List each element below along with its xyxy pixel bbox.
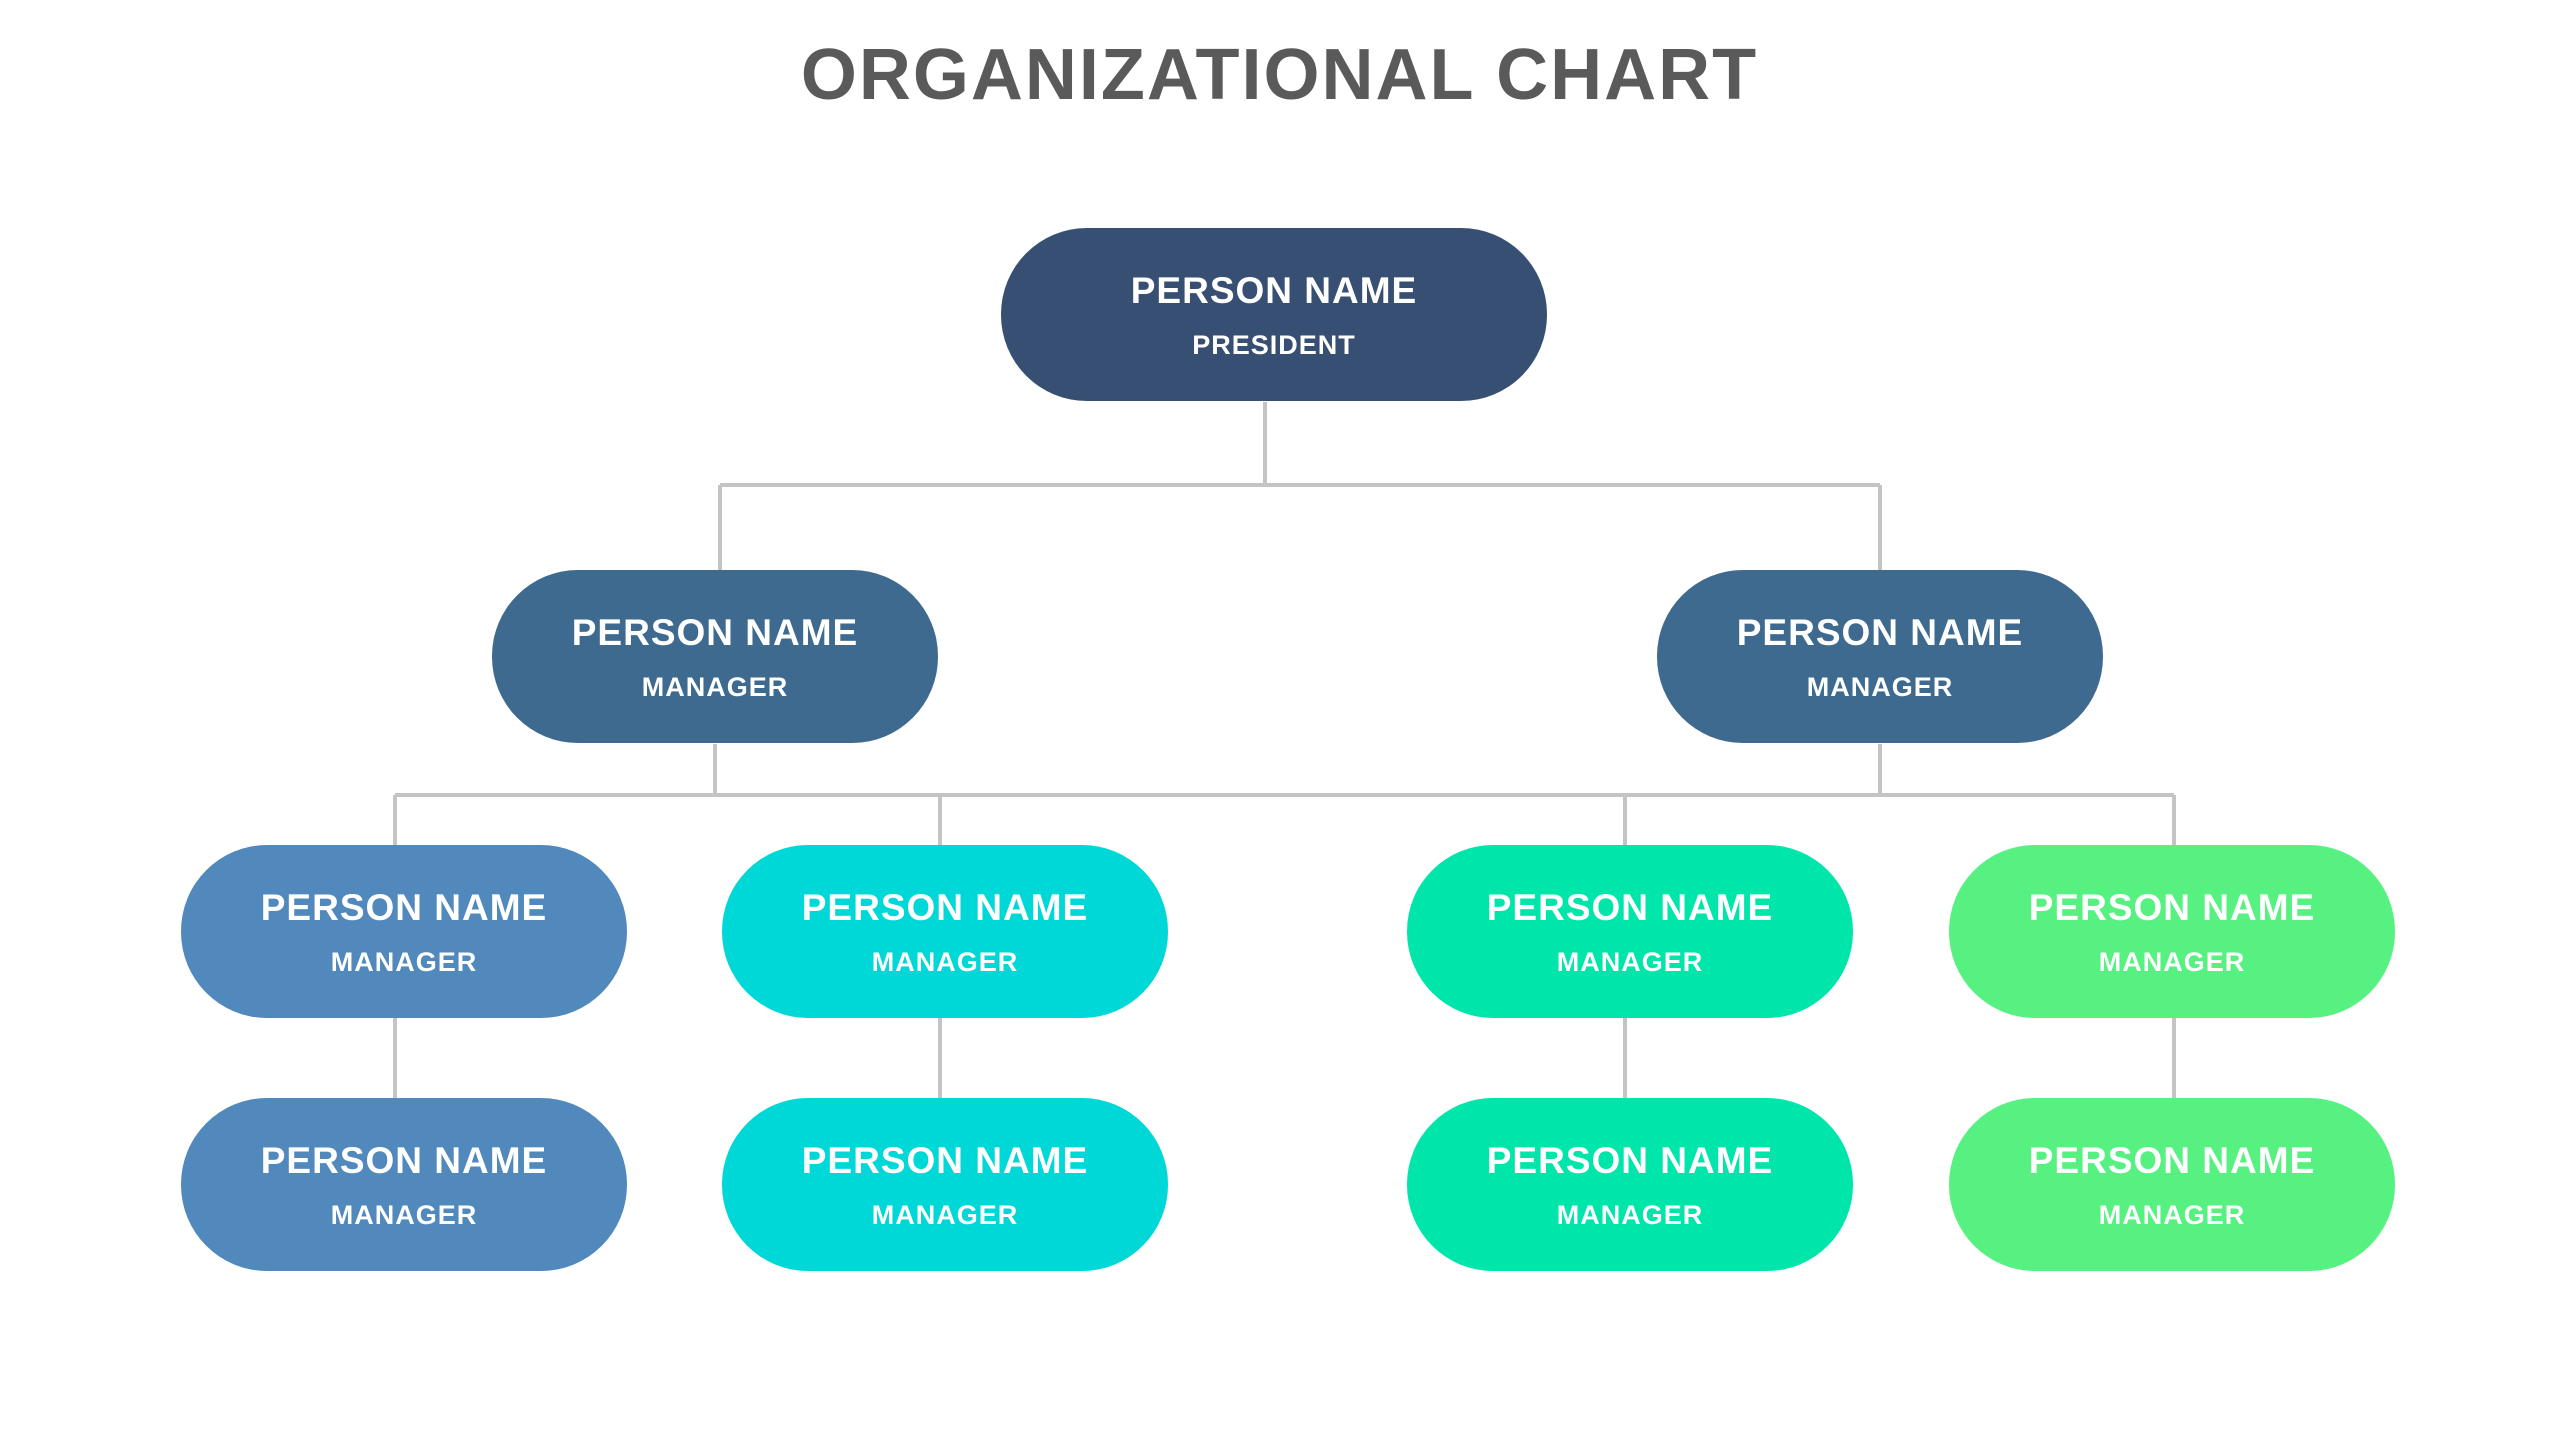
manager-right-name: PERSON NAME xyxy=(1736,611,2024,653)
connector-managers-to-row3 xyxy=(393,744,2176,845)
row3-node-2-role: MANAGER xyxy=(871,946,1019,977)
row4-node-3[interactable]: PERSON NAME MANAGER xyxy=(1407,1098,1853,1271)
manager-right-node[interactable]: PERSON NAME MANAGER xyxy=(1657,570,2103,743)
row4-node-2-name: PERSON NAME xyxy=(801,1139,1089,1181)
connector-row3-to-row4 xyxy=(393,1018,2176,1098)
manager-left-node[interactable]: PERSON NAME MANAGER xyxy=(492,570,938,743)
row3-node-4[interactable]: PERSON NAME MANAGER xyxy=(1949,845,2395,1018)
row3-node-2-name: PERSON NAME xyxy=(801,886,1089,928)
row3-node-1-name: PERSON NAME xyxy=(260,886,548,928)
row4-node-1-role: MANAGER xyxy=(330,1199,478,1230)
page-title: ORGANIZATIONAL CHART xyxy=(800,35,1759,115)
row4-node-4-name: PERSON NAME xyxy=(2028,1139,2316,1181)
connector-president-to-managers xyxy=(718,402,1882,570)
row4-node-1[interactable]: PERSON NAME MANAGER xyxy=(181,1098,627,1271)
row3-node-4-role: MANAGER xyxy=(2098,946,2246,977)
row3-node-3-role: MANAGER xyxy=(1556,946,1704,977)
president-name: PERSON NAME xyxy=(1130,269,1418,311)
manager-left-name: PERSON NAME xyxy=(571,611,859,653)
row3-node-1-role: MANAGER xyxy=(330,946,478,977)
row3-node-2[interactable]: PERSON NAME MANAGER xyxy=(722,845,1168,1018)
row3-node-3-name: PERSON NAME xyxy=(1486,886,1774,928)
row3-node-3[interactable]: PERSON NAME MANAGER xyxy=(1407,845,1853,1018)
row3-node-1[interactable]: PERSON NAME MANAGER xyxy=(181,845,627,1018)
row4-node-3-role: MANAGER xyxy=(1556,1199,1704,1230)
row4-node-4[interactable]: PERSON NAME MANAGER xyxy=(1949,1098,2395,1271)
row4-node-4-role: MANAGER xyxy=(2098,1199,2246,1230)
row4-node-2-role: MANAGER xyxy=(871,1199,1019,1230)
row4-node-1-name: PERSON NAME xyxy=(260,1139,548,1181)
president-node[interactable]: PERSON NAME PRESIDENT xyxy=(1001,228,1547,401)
president-role: PRESIDENT xyxy=(1192,329,1356,360)
row3-node-4-name: PERSON NAME xyxy=(2028,886,2316,928)
manager-left-role: MANAGER xyxy=(641,671,789,702)
row4-node-2[interactable]: PERSON NAME MANAGER xyxy=(722,1098,1168,1271)
manager-right-role: MANAGER xyxy=(1806,671,1954,702)
row4-node-3-name: PERSON NAME xyxy=(1486,1139,1774,1181)
